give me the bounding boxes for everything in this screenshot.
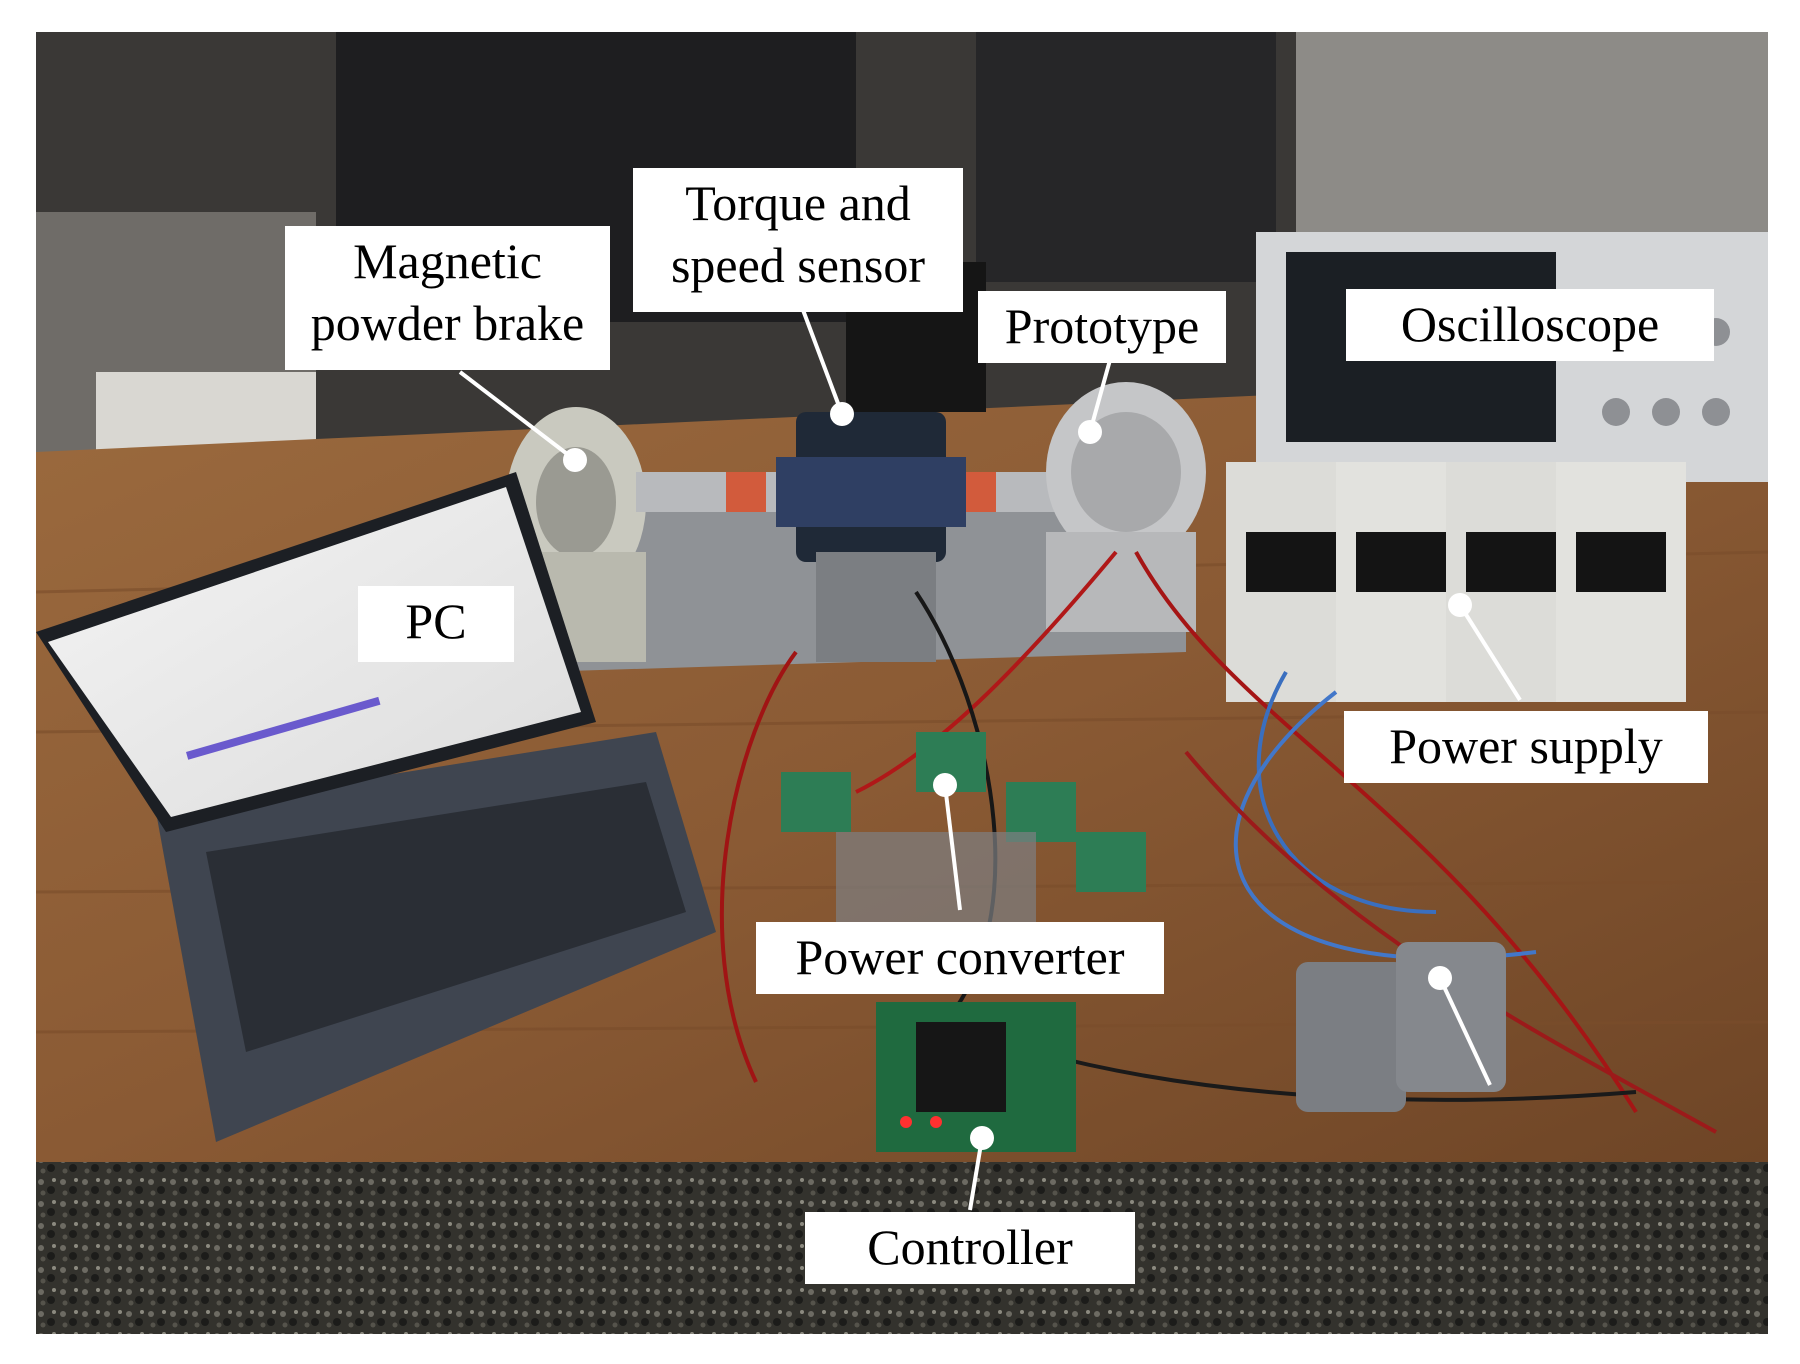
back-equipment-right — [1296, 32, 1768, 252]
laptop-keyboard — [206, 782, 686, 1052]
power-supplies — [1226, 462, 1686, 702]
converter-boards — [781, 732, 1146, 922]
label-magnetic-powder-brake: Magnetic powder brake — [285, 226, 610, 370]
label-oscilloscope: Oscilloscope — [1346, 289, 1714, 361]
label-magnetic-line2: powder brake — [310, 295, 585, 351]
label-pc: PC — [358, 586, 514, 662]
current-sensor-2 — [1396, 942, 1506, 1092]
label-magnetic-line1: Magnetic — [353, 233, 542, 289]
label-power-supply: Power supply — [1344, 711, 1708, 783]
label-power-converter: Power converter — [756, 922, 1164, 994]
label-prototype: Prototype — [978, 291, 1226, 363]
label-torque-line2: speed sensor — [670, 237, 926, 293]
label-torque-speed-sensor: Torque and speed sensor — [633, 168, 963, 312]
label-controller: Controller — [805, 1212, 1135, 1284]
current-sensor-1 — [1296, 962, 1406, 1112]
laptop-screen — [48, 487, 581, 817]
label-torque-line1: Torque and — [685, 175, 911, 231]
back-monitor-2 — [976, 32, 1276, 282]
